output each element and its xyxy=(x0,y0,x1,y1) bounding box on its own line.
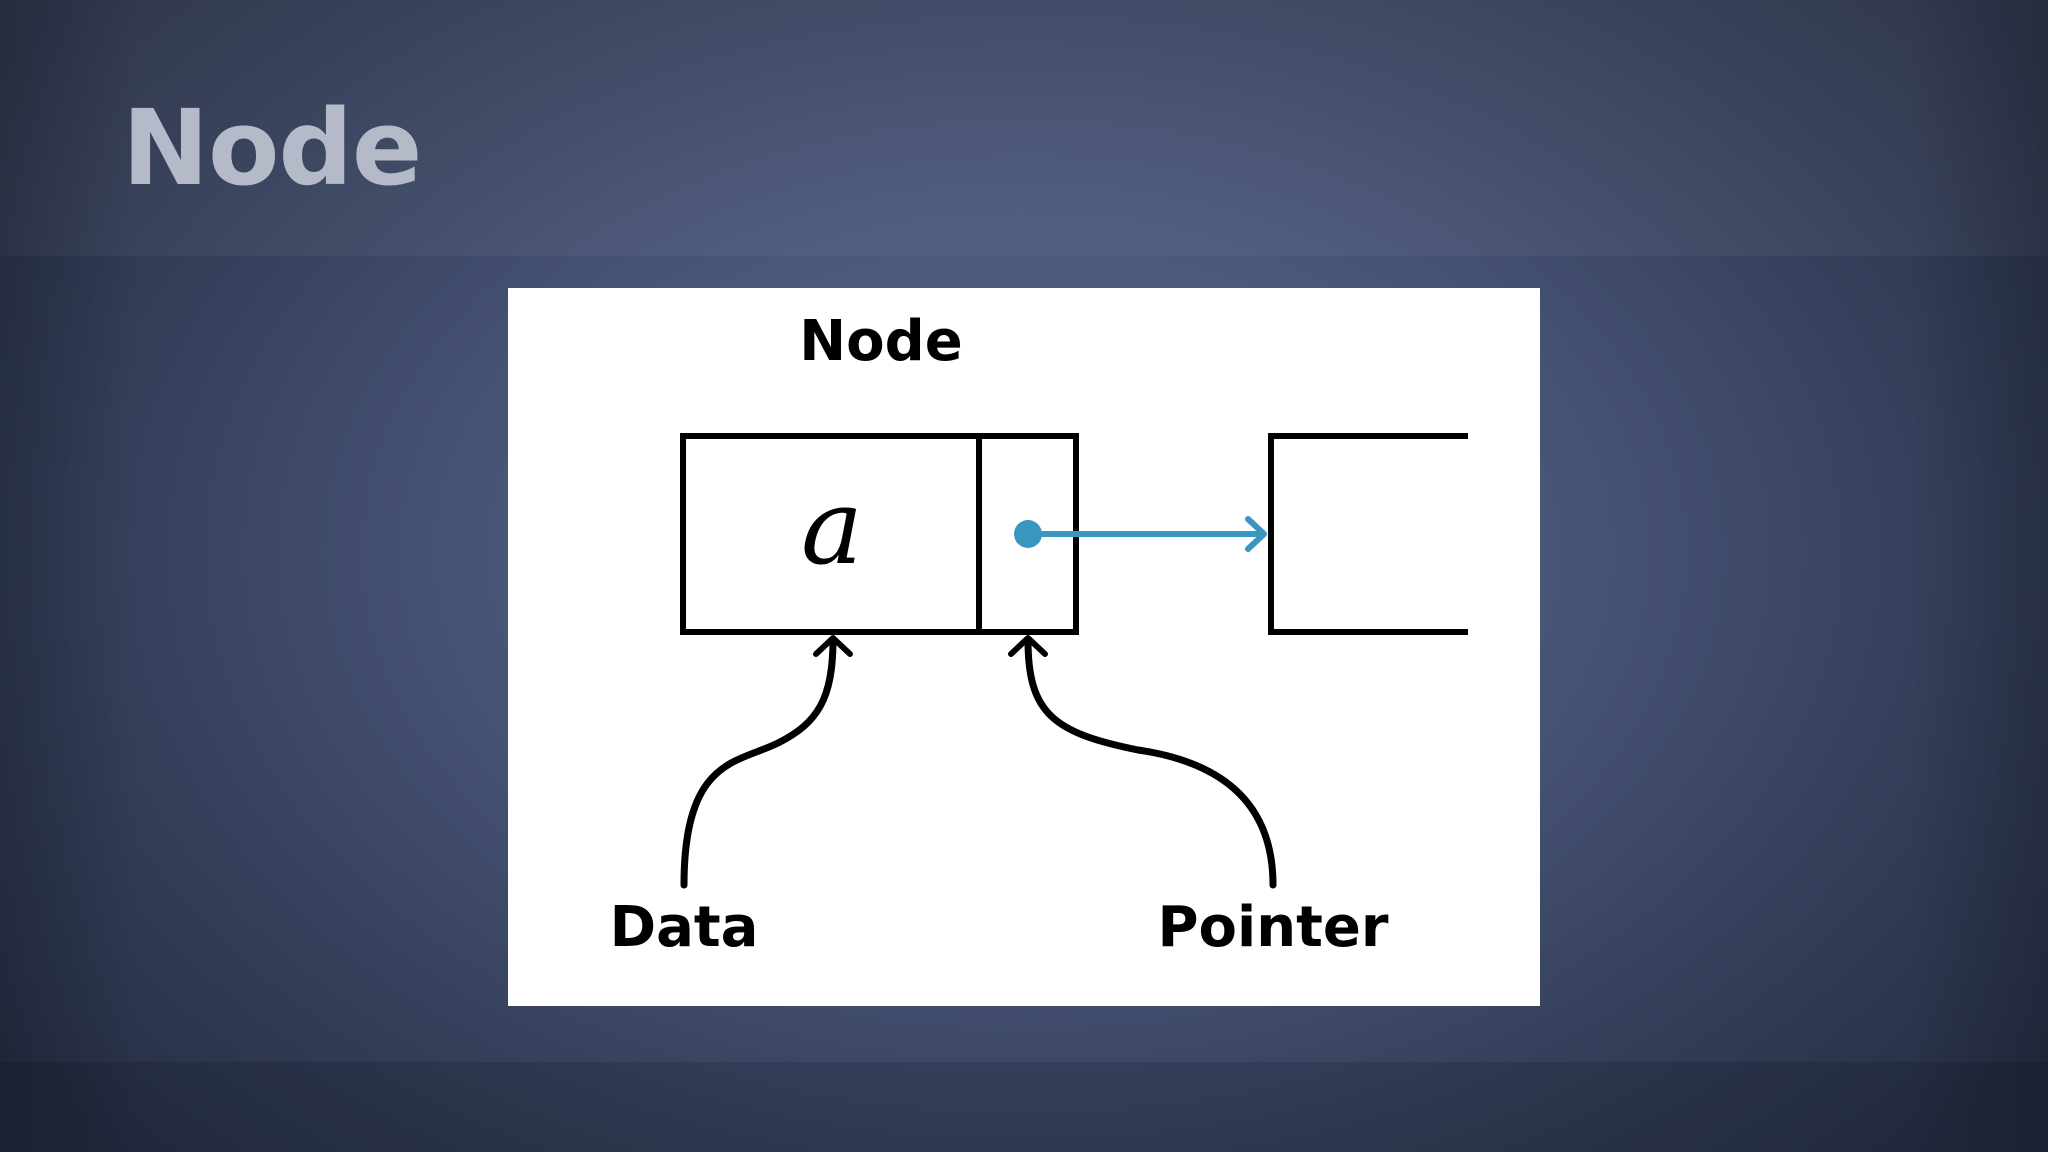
slide-title: Node xyxy=(122,87,422,209)
node-diagram: Node a Data Pointer xyxy=(610,309,1468,960)
pointer-arrow-head-black xyxy=(1008,635,1048,657)
data-arrow-head xyxy=(813,635,853,657)
next-node-box xyxy=(1268,433,1468,635)
data-curved-arrow xyxy=(680,636,837,889)
data-value: a xyxy=(801,466,863,588)
node-heading: Node xyxy=(799,309,962,374)
bottom-band xyxy=(0,1062,2048,1152)
pointer-label: Pointer xyxy=(1158,895,1389,960)
data-label: Data xyxy=(610,895,759,960)
left-vignette xyxy=(0,0,140,1152)
right-vignette xyxy=(1908,0,2048,1152)
node-diagram-figure: Node a Data Pointer xyxy=(508,288,1540,1006)
pointer-curved-arrow xyxy=(1024,636,1277,889)
pointer-arrow-head xyxy=(1245,516,1267,552)
title-band xyxy=(0,0,2048,256)
